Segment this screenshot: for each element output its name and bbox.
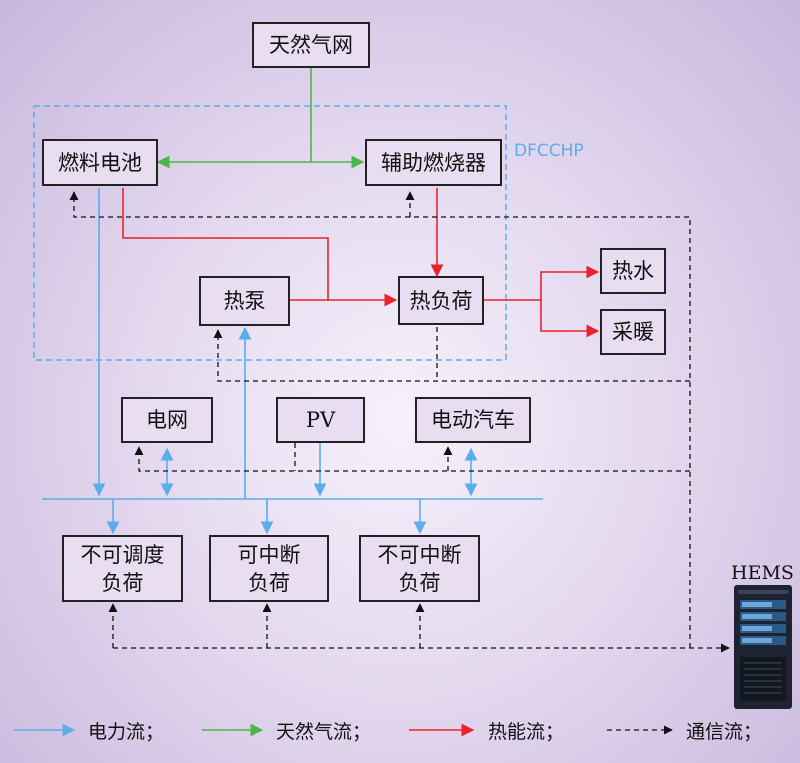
nondispatchable-load-line1: 不可调度 <box>80 542 165 567</box>
gas-flow <box>156 67 365 169</box>
heat-pump-label: 热泵 <box>223 289 266 313</box>
power-grid-label: 电网 <box>146 408 188 432</box>
fuel-cell-box: 燃料电池 <box>42 139 158 186</box>
interruptible-load-box: 可中断 负荷 <box>209 535 329 602</box>
noninterruptible-load-box: 不可中断 负荷 <box>359 535 480 602</box>
interruptible-load-line1: 可中断 <box>237 542 301 567</box>
interruptible-load-line2: 负荷 <box>248 570 290 595</box>
nondispatchable-load-box: 不可调度 负荷 <box>62 535 183 602</box>
auxiliary-burner-label: 辅助燃烧器 <box>381 150 486 175</box>
natural-gas-network-box: 天然气网 <box>252 22 370 68</box>
legend-comm-label: 通信流； <box>686 721 763 743</box>
pv-label: PV <box>305 408 336 432</box>
legend-electric-label: 电力流； <box>88 721 165 743</box>
hot-water-label: 热水 <box>612 259 654 283</box>
space-heating-label: 采暖 <box>612 320 654 344</box>
noninterruptible-load-line2: 负荷 <box>398 570 441 595</box>
nondispatchable-load-line2: 负荷 <box>101 570 144 595</box>
fuel-cell-label: 燃料电池 <box>58 150 142 175</box>
pv-box: PV <box>276 397 365 443</box>
hems-label: HEMS <box>731 562 794 584</box>
heat-flow <box>122 188 600 338</box>
heat-load-box: 热负荷 <box>398 276 484 325</box>
legend-gas-label: 天然气流； <box>276 721 372 743</box>
space-heating-box: 采暖 <box>600 309 666 355</box>
electric-flow <box>42 188 543 535</box>
server-icon <box>734 585 792 709</box>
dfcchp-group-border <box>33 105 507 361</box>
communication-flow <box>69 191 730 653</box>
natural-gas-network-label: 天然气网 <box>269 33 353 57</box>
dfcchp-group-label: DFCCHP <box>514 141 584 161</box>
heat-load-label: 热负荷 <box>409 288 473 313</box>
legend-heat-label: 热能流； <box>488 721 565 743</box>
electric-vehicle-box: 电动汽车 <box>415 397 531 443</box>
heat-pump-box: 热泵 <box>199 276 290 326</box>
power-grid-box: 电网 <box>121 397 213 443</box>
noninterruptible-load-line1: 不可中断 <box>377 542 462 567</box>
hot-water-box: 热水 <box>600 248 666 294</box>
electric-vehicle-label: 电动汽车 <box>431 408 515 432</box>
auxiliary-burner-box: 辅助燃烧器 <box>365 139 502 186</box>
